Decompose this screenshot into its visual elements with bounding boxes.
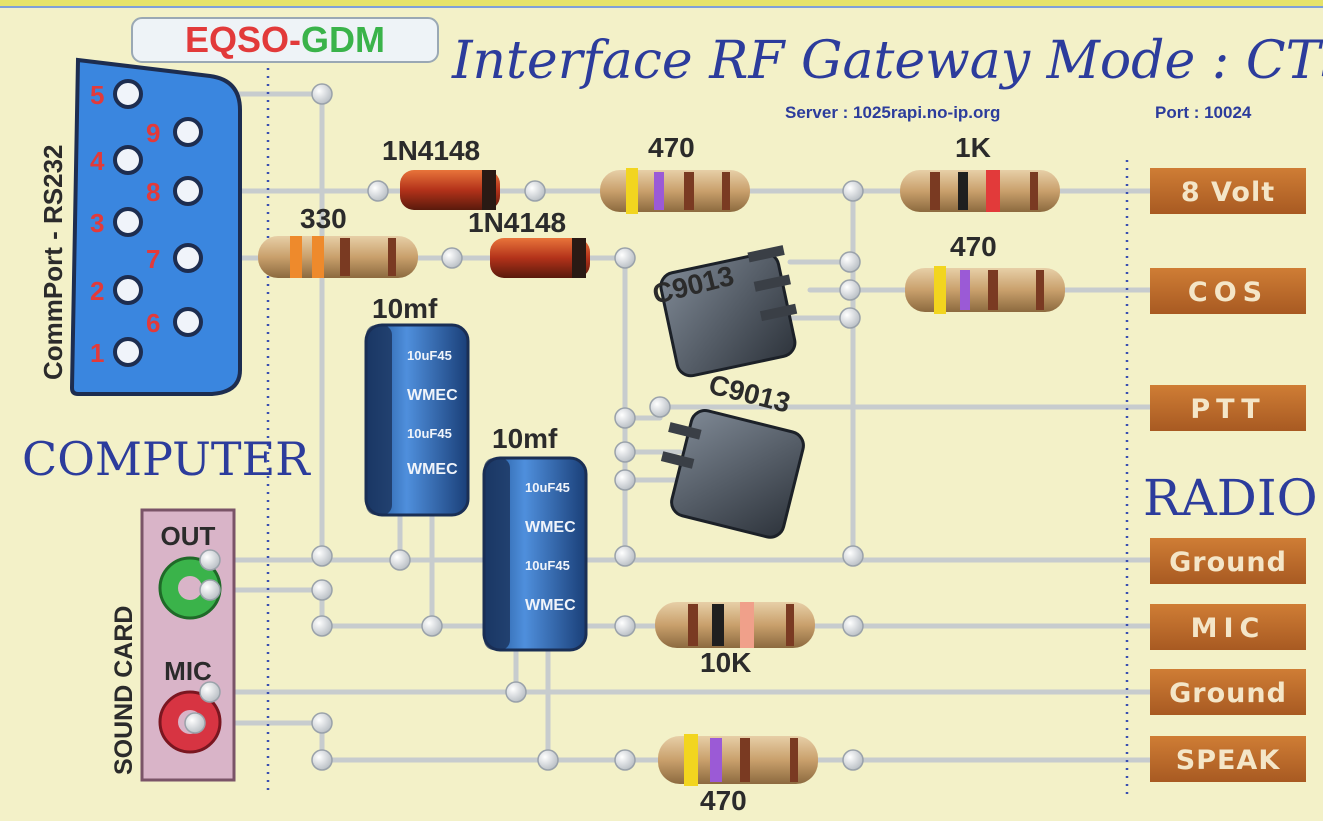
db9-pin-2 <box>113 275 143 305</box>
resistor-470-top-label: 470 <box>648 132 695 163</box>
terminal-cos: COS <box>1150 268 1306 314</box>
terminal-label: Ground <box>1169 678 1287 709</box>
terminal-label: MIC <box>1191 613 1266 644</box>
cap-print: WMEC <box>525 597 576 614</box>
db9-pin-num: 4 <box>90 146 105 176</box>
cap-print: 10uF45 <box>525 480 570 495</box>
radio-terminals: 8 Volt COS PTT Ground MIC Ground SPEAK <box>1150 168 1306 782</box>
top-border-line <box>0 6 1323 8</box>
terminal-ptt: PTT <box>1150 385 1306 431</box>
db9-pin-num: 6 <box>146 308 160 338</box>
db9-pin-num: 8 <box>146 177 160 207</box>
terminal-speak: SPEAK <box>1150 736 1306 782</box>
port-text: Port : 10024 <box>1155 103 1252 122</box>
db9-pin-num: 7 <box>146 244 160 274</box>
resistor-10k-label: 10K <box>700 647 751 678</box>
db9-pin-8 <box>173 176 203 206</box>
page-title: Interface RF Gateway Mode : CTS <box>451 31 1323 91</box>
terminal-label: Ground <box>1169 547 1287 578</box>
db9-pin-4 <box>113 145 143 175</box>
svg-text:EQSO-GDM: EQSO-GDM <box>185 19 385 60</box>
resistor-470-top <box>600 168 750 214</box>
db9-pin-num: 5 <box>90 80 104 110</box>
db9-pin-num: 2 <box>90 276 104 306</box>
brand-badge: EQSO-GDM <box>131 17 439 63</box>
terminal-label: PTT <box>1190 394 1265 425</box>
db9-pin-9 <box>173 117 203 147</box>
transistor-top <box>659 245 798 378</box>
resistor-10k <box>655 602 815 648</box>
diode-mid <box>490 238 590 278</box>
resistor-330 <box>258 236 418 278</box>
db9-pin-num: 9 <box>146 118 160 148</box>
cap-print: WMEC <box>407 387 458 404</box>
terminal-ground-1: Ground <box>1150 538 1306 584</box>
resistor-330-label: 330 <box>300 203 347 234</box>
db9-pin-7 <box>173 243 203 273</box>
resistor-470-speak <box>658 734 818 786</box>
diode-top <box>400 170 500 210</box>
cap-print: 10uF45 <box>525 558 570 573</box>
capacitor-left: 10uF45 WMEC 10uF45 WMEC <box>364 323 470 517</box>
top-border <box>0 0 1323 6</box>
terminal-ground-2: Ground <box>1150 669 1306 715</box>
cap-print: 10uF45 <box>407 426 452 441</box>
sound-out-label: OUT <box>161 521 216 551</box>
terminal-label: SPEAK <box>1176 745 1281 776</box>
db9-pin-6 <box>173 307 203 337</box>
resistor-1k <box>900 170 1060 212</box>
brand-gdm: GDM <box>301 19 385 60</box>
db9-pin-5 <box>113 79 143 109</box>
resistor-470-cos <box>905 266 1065 314</box>
transistor-bottom-label: C9013 <box>706 369 794 419</box>
resistor-470-cos-label: 470 <box>950 231 997 262</box>
capacitor-left-label: 10mf <box>372 293 438 324</box>
junction-nodes <box>184 83 864 771</box>
sound-mic-label: MIC <box>164 656 212 686</box>
brand-dash: - <box>289 19 301 60</box>
transistor-bottom <box>660 409 805 539</box>
capacitor-right: 10uF45 WMEC 10uF45 WMEC <box>482 456 588 652</box>
db9-pin-1 <box>113 337 143 367</box>
resistor-1k-label: 1K <box>955 132 991 163</box>
commport-label: CommPort - RS232 <box>38 145 68 381</box>
computer-label: COMPUTER <box>22 432 311 486</box>
brand-eqso: EQSO <box>185 19 289 60</box>
cap-print: WMEC <box>407 461 458 478</box>
cap-print: WMEC <box>525 519 576 536</box>
diode-mid-label: 1N4148 <box>468 207 566 238</box>
terminal-label: 8 Volt <box>1181 177 1275 208</box>
capacitor-right-label: 10mf <box>492 423 558 454</box>
db9-pin-num: 3 <box>90 208 104 238</box>
server-text: Server : 1025rapi.no-ip.org <box>785 103 1000 122</box>
terminal-8-volt: 8 Volt <box>1150 168 1306 214</box>
db9-pin-3 <box>113 207 143 237</box>
db9-connector: 5 9 4 8 3 7 2 6 1 <box>69 57 242 396</box>
sound-card-label: SOUND CARD <box>110 606 138 775</box>
resistor-470-speak-label: 470 <box>700 785 747 816</box>
sound-card: OUT MIC <box>140 508 236 782</box>
cap-print: 10uF45 <box>407 348 452 363</box>
terminal-label: COS <box>1188 277 1268 308</box>
diode-top-label: 1N4148 <box>382 135 480 166</box>
db9-pin-num: 1 <box>90 338 104 368</box>
terminal-mic: MIC <box>1150 604 1306 650</box>
radio-label: RADIO <box>1143 469 1318 527</box>
